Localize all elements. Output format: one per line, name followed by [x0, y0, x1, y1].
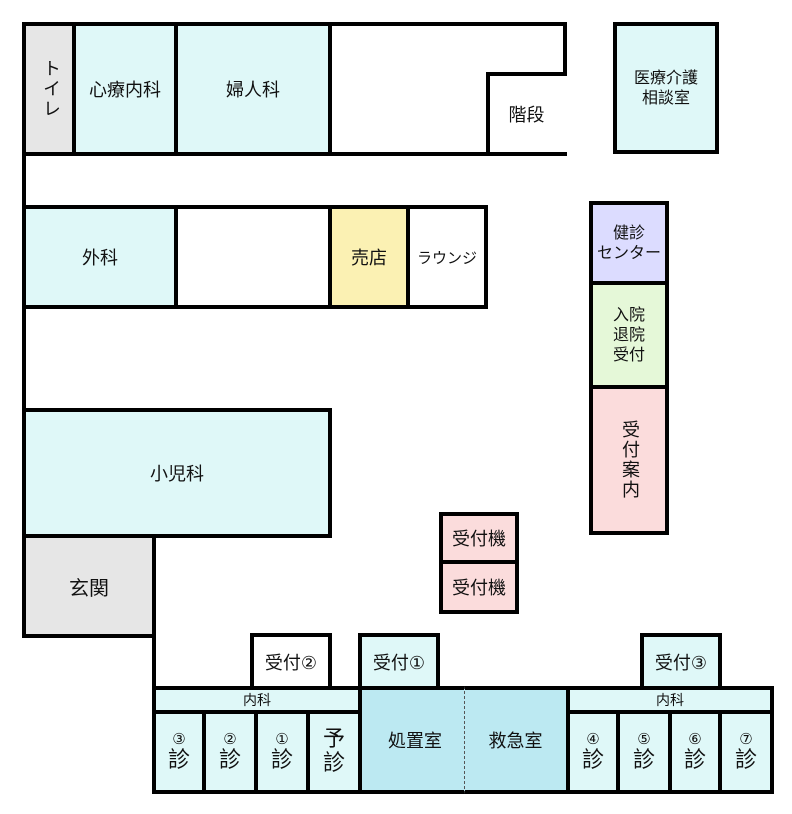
pre-exam-label: 診	[322, 751, 345, 776]
admission-counter: 入院 退院 受付	[589, 281, 669, 389]
exam-room-7-label: 診	[734, 748, 757, 773]
internal-left-label: 内科	[243, 693, 271, 709]
kiosk-1-label: 受付機	[452, 529, 506, 550]
reception-kiosk-2: 受付機	[439, 560, 519, 614]
exam-room-4: ④ 診	[566, 710, 620, 794]
treatment-room: 処置室	[358, 686, 468, 794]
checkup-center: 健診 センター	[589, 201, 669, 285]
outer-wall-left	[22, 22, 26, 638]
exam-room-1: ① 診	[254, 710, 310, 794]
exam-room-3-number: ③	[172, 730, 186, 748]
exam-room-2-number: ②	[223, 730, 237, 748]
reception-2-label: 受付②	[264, 652, 318, 674]
surgery-label: 外科	[82, 248, 118, 269]
lounge-label: ラウンジ	[416, 248, 477, 267]
psychosomatic-label: 心療内科	[89, 80, 161, 101]
exam-room-1-number: ①	[275, 730, 289, 748]
exam-room-2: ② 診	[202, 710, 258, 794]
exam-room-2-label: 診	[218, 748, 241, 773]
reception-3-label: 受付③	[654, 652, 708, 674]
gynecology-label: 婦人科	[226, 80, 280, 101]
exam-room-6-label: 診	[683, 748, 706, 773]
stairs-area: 階段	[490, 76, 563, 152]
reception-1-booth: 受付①	[358, 633, 440, 690]
reception-3-booth: 受付③	[640, 633, 722, 690]
exam-room-4-number: ④	[586, 730, 600, 748]
reception-info-label: 受付案内	[619, 420, 640, 500]
exam-room-7: ⑦ 診	[718, 710, 774, 794]
exam-room-5-number: ⑤	[637, 730, 651, 748]
shop-room: 売店	[328, 205, 410, 309]
consultation-room: 医療介護 相談室	[613, 22, 719, 154]
stair-wall-left	[486, 72, 490, 156]
exam-room-3-label: 診	[167, 748, 190, 773]
gynecology-room: 婦人科	[174, 22, 332, 156]
reception-kiosk-1: 受付機	[439, 512, 519, 564]
checkup-label: 健診 センター	[596, 223, 661, 262]
pediatrics-room: 小児科	[22, 408, 332, 538]
toilet-label: トイレ	[40, 59, 61, 119]
reception-1-label: 受付①	[372, 652, 426, 674]
exam-room-5-label: 診	[632, 748, 655, 773]
emergency-room: 救急室	[464, 686, 570, 794]
exam-room-4-label: 診	[581, 748, 604, 773]
kiosk-2-label: 受付機	[452, 578, 506, 599]
reception-info-counter: 受付案内	[589, 385, 669, 535]
internal-right-label: 内科	[656, 693, 684, 709]
pediatrics-label: 小児科	[150, 464, 204, 485]
admission-label: 入院 退院 受付	[612, 305, 645, 364]
treatment-label: 処置室	[388, 731, 442, 752]
stair-wall-vertical	[563, 22, 567, 76]
exam-room-7-number: ⑦	[739, 730, 753, 748]
consultation-label: 医療介護 相談室	[633, 68, 698, 107]
stair-wall-horizontal	[486, 72, 567, 76]
empty-room	[174, 205, 332, 309]
entrance-area: 玄関	[22, 534, 156, 638]
lounge-room: ラウンジ	[406, 205, 488, 309]
pre-exam-top: 予	[322, 727, 345, 752]
shop-label: 売店	[351, 248, 387, 269]
toilet-room: トイレ	[26, 26, 74, 152]
stairs-label: 階段	[508, 105, 545, 126]
reception-2-booth: 受付②	[250, 633, 332, 690]
psychosomatic-room: 心療内科	[72, 22, 178, 156]
exam-room-6-number: ⑥	[688, 730, 702, 748]
emergency-label: 救急室	[488, 731, 543, 752]
exam-room-3: ③ 診	[152, 710, 206, 794]
pre-exam-room: 予 診	[306, 710, 362, 794]
exam-room-6: ⑥ 診	[668, 710, 722, 794]
entrance-label: 玄関	[69, 575, 109, 600]
exam-room-1-label: 診	[270, 748, 293, 773]
surgery-room: 外科	[22, 205, 178, 309]
exam-room-5: ⑤ 診	[616, 710, 672, 794]
